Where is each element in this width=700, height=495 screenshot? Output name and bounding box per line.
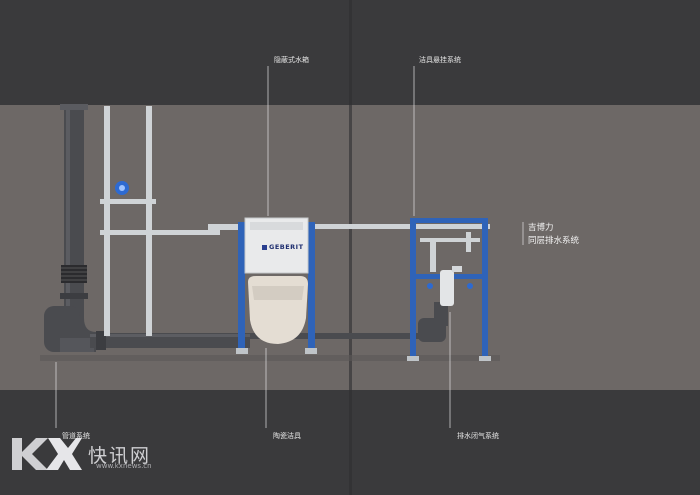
vertical-stack-pipe	[44, 104, 96, 352]
label-frame: 洁具悬挂系统	[419, 56, 461, 64]
trap-fitting	[440, 270, 454, 306]
page-fold	[349, 0, 352, 495]
floor-shadow	[40, 355, 500, 361]
label-cistern: 隐蔽式水箱	[274, 56, 309, 64]
logo-mark-icon	[262, 244, 267, 250]
toilet-bowl	[248, 276, 308, 344]
label-pipes: 管道系统	[62, 432, 90, 440]
toilet-frame	[236, 217, 317, 354]
basin-frame	[407, 218, 491, 361]
brand-name: GEBERIT	[269, 243, 304, 251]
watermark-site: 快讯网	[88, 444, 152, 467]
headline-system: 同层排水系统	[528, 236, 580, 246]
label-drain: 排水闭气系统	[457, 432, 499, 440]
watermark: 快讯网	[10, 434, 151, 474]
geberit-logo: GEBERIT	[262, 243, 304, 251]
headline-brand: 吉博力	[528, 223, 554, 233]
horizontal-drain-pipe	[90, 302, 448, 350]
label-ceramic: 陶瓷洁具	[273, 432, 301, 440]
valve-icon	[115, 181, 129, 195]
callout-lines	[55, 66, 524, 428]
watermark-url: www.kxnews.cn	[96, 462, 152, 470]
headline: 吉博力 同层排水系统	[528, 222, 579, 248]
kx-logo-icon	[12, 438, 82, 470]
supply-pipes	[100, 106, 490, 336]
